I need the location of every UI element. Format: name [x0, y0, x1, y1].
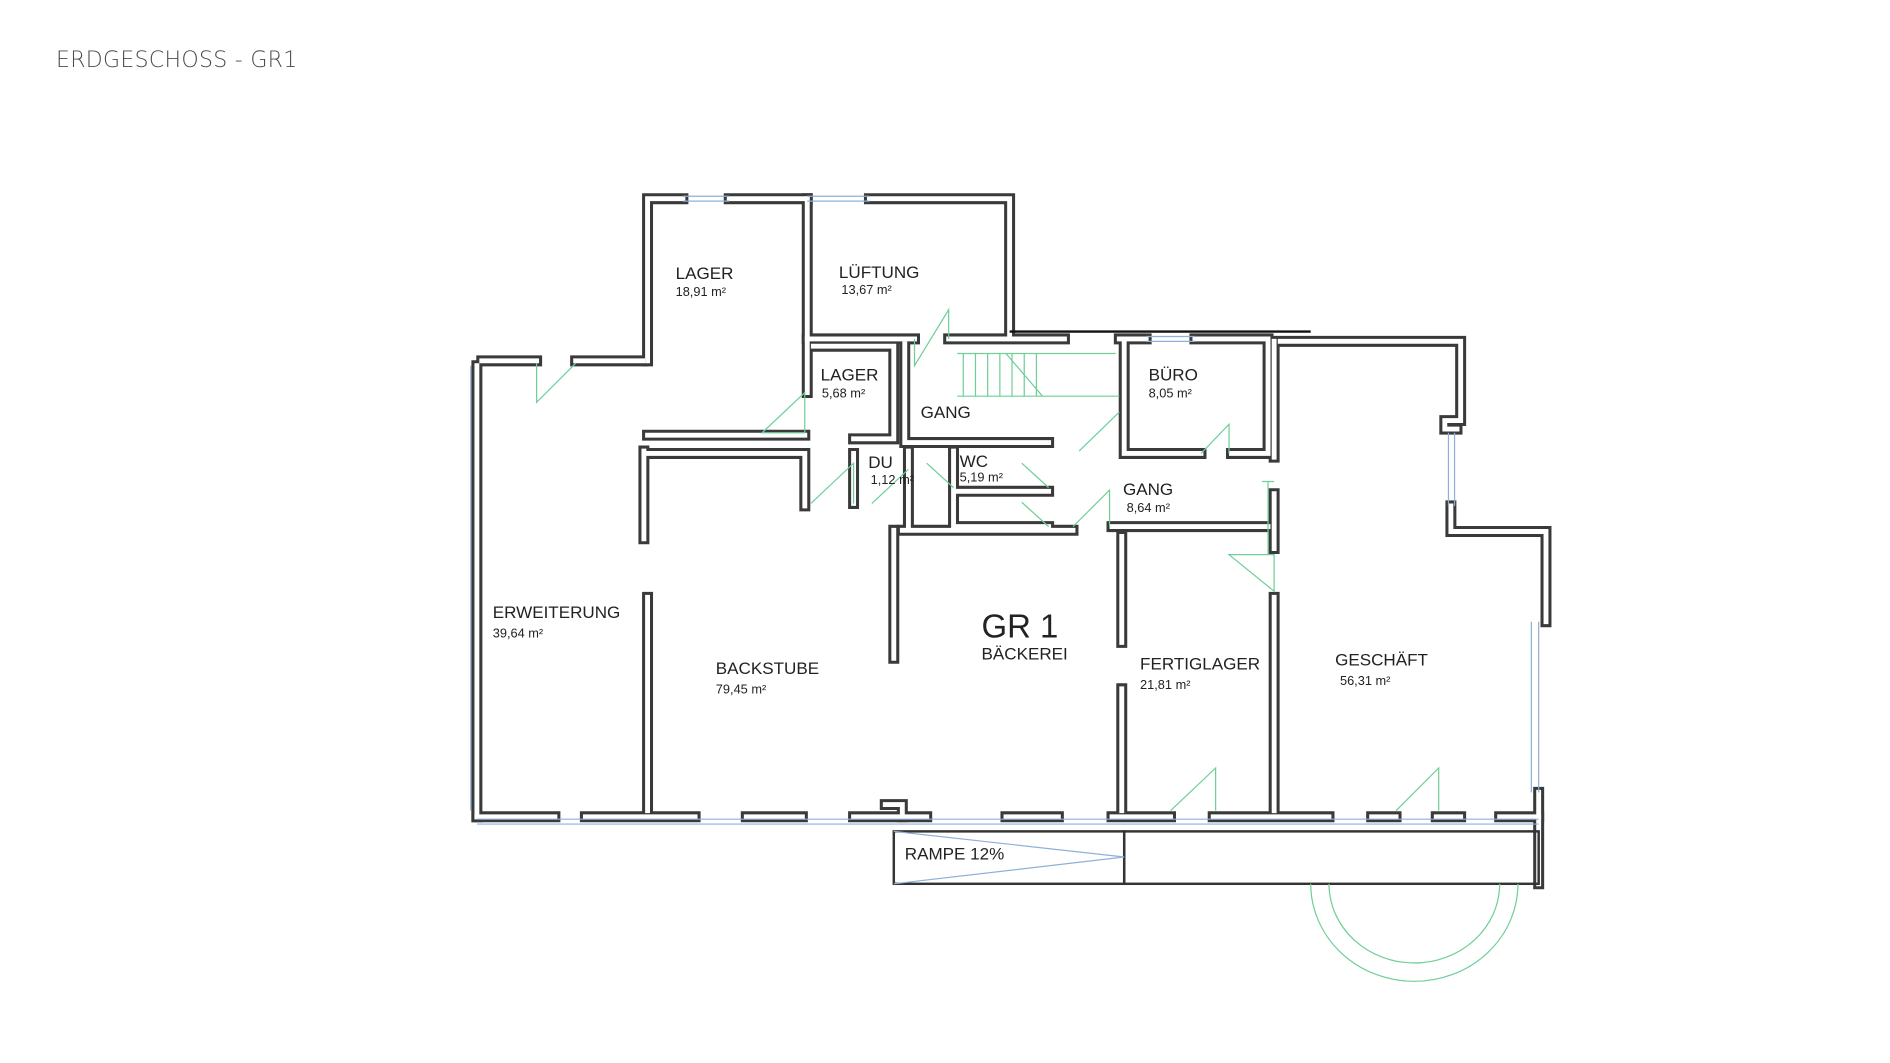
room-label-erweiterung: ERWEITERUNG [493, 603, 621, 622]
windows [470, 195, 1540, 825]
room-area-geschaeft: 56,31 m² [1340, 673, 1391, 688]
room-label-gang-upper: GANG [921, 403, 971, 422]
room-area-lager-small: 5,68 m² [822, 385, 866, 400]
room-label-geschaeft: GESCHÄFT [1335, 651, 1428, 670]
room-area-du: 1,12 m² [871, 472, 915, 487]
ramp-label: RAMPE 12% [905, 844, 1004, 863]
room-label-fertiglager: FERTIGLAGER [1140, 654, 1260, 673]
room-area-wc: 5,19 m² [960, 470, 1004, 485]
room-area-buero: 8,05 m² [1149, 385, 1193, 400]
doors-and-stairs [536, 307, 1440, 812]
room-label-lueftung: LÜFTUNG [839, 263, 920, 282]
room-area-fertiglager: 21,81 m² [1140, 677, 1191, 692]
walls [477, 199, 1546, 884]
room-label-du: DU [868, 453, 893, 472]
page-title: ERDGESCHOSS - GR1 [56, 48, 298, 73]
ramp [892, 830, 1540, 886]
room-area-gang-lower: 8,64 m² [1127, 500, 1171, 515]
unit-type: BÄCKEREI [982, 644, 1068, 663]
room-area-erweiterung: 39,64 m² [493, 626, 544, 641]
room-label-gang-lower: GANG [1123, 480, 1173, 499]
room-area-lager-large: 18,91 m² [676, 284, 727, 299]
entrance-steps-arc [1310, 883, 1519, 982]
room-label-backstube: BACKSTUBE [716, 659, 819, 678]
room-label-buero: BÜRO [1149, 365, 1198, 384]
unit-name: GR 1 [982, 608, 1059, 645]
room-label-lager-small: LAGER [821, 365, 879, 384]
room-label-wc: WC [960, 452, 988, 471]
room-area-backstube: 79,45 m² [716, 682, 767, 697]
room-label-lager-large: LAGER [676, 264, 734, 283]
room-area-lueftung: 13,67 m² [841, 282, 892, 297]
